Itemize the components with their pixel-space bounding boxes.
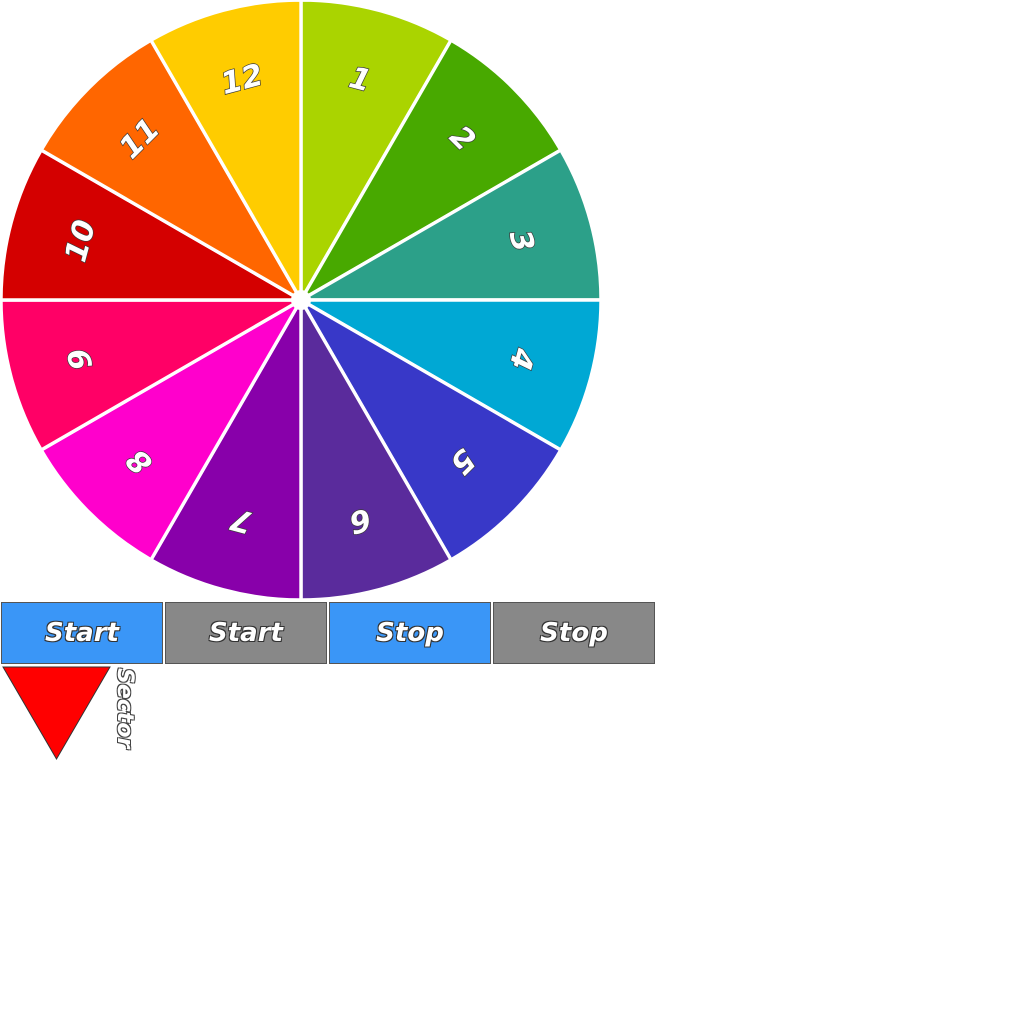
wheel-sector-fill xyxy=(0,298,303,452)
wheel-sector-fill xyxy=(39,298,303,562)
wheel-sector-fill xyxy=(299,0,453,302)
wheel-sector-fill xyxy=(299,298,453,602)
sector-caption-label: Sector xyxy=(112,668,137,749)
wheel-sector-10: 10 xyxy=(0,148,303,302)
wheel-sector-1: 1 xyxy=(299,0,453,302)
stop-button-gray[interactable]: Stop xyxy=(493,602,655,664)
wheel-sector-6: 6 xyxy=(299,298,453,602)
wheel-sector-fill xyxy=(299,38,563,302)
wheel-sector-label: 6 xyxy=(345,501,374,540)
start-button-gray[interactable]: Start xyxy=(165,602,327,664)
wheel-sector-fill xyxy=(299,148,602,302)
wheel-sector-fill xyxy=(39,38,303,302)
wheel-sector-3: 3 xyxy=(299,148,602,302)
wheel-sector-fill xyxy=(149,0,303,302)
wheel-sector-11: 11 xyxy=(39,38,303,302)
wheel-sector-12: 12 xyxy=(149,0,303,302)
pointer-caption: Sector xyxy=(108,668,138,758)
wheel-sector-fill xyxy=(0,148,303,302)
wheel-sector-9: 9 xyxy=(0,298,303,452)
wheel-hub xyxy=(291,290,311,310)
wheel-sector-7: 7 xyxy=(149,298,303,602)
pointer-triangle-icon xyxy=(2,666,111,760)
wheel-sector-fill xyxy=(299,298,602,452)
wheel-sector-2: 2 xyxy=(299,38,563,302)
wheel-sector-5: 5 xyxy=(299,298,563,562)
stop-button-blue[interactable]: Stop xyxy=(329,602,491,664)
start-button-blue[interactable]: Start xyxy=(1,602,163,664)
wheel-sector-fill xyxy=(299,298,563,562)
wheel-sector-fill xyxy=(149,298,303,602)
wheel-sector-4: 4 xyxy=(299,298,602,452)
wheel-sector-8: 8 xyxy=(39,298,303,562)
